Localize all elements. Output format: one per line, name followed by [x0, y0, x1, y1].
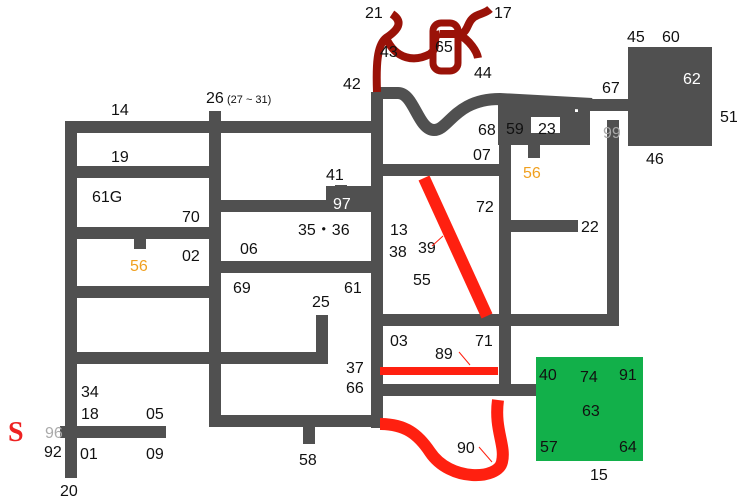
- label-05: 05: [146, 406, 164, 423]
- label-34: 34: [81, 384, 99, 401]
- label-26: 26: [206, 90, 224, 107]
- label-01: 01: [80, 446, 98, 463]
- label-09: 09: [146, 446, 164, 463]
- label-67: 67: [602, 80, 620, 97]
- red-track-39-55[interactable]: [418, 175, 493, 319]
- label-64: 64: [619, 439, 637, 456]
- label-63: 63: [582, 403, 600, 420]
- label-02: 02: [182, 248, 200, 265]
- label-20: 20: [60, 483, 78, 500]
- label-51: 51: [720, 109, 738, 126]
- label-07: 07: [473, 147, 491, 164]
- label-61g: 61G: [92, 189, 122, 206]
- label-42: 42: [343, 76, 361, 93]
- label-69: 69: [233, 280, 251, 297]
- label-72: 72: [476, 199, 494, 216]
- label-62: 62: [683, 71, 701, 88]
- label-44: 44: [474, 65, 492, 82]
- label-70: 70: [182, 209, 200, 226]
- box-59[interactable]: [498, 117, 531, 139]
- red-track-90[interactable]: [379, 399, 509, 482]
- label-89: 89: [435, 346, 453, 363]
- track-curve-42[interactable]: [377, 87, 593, 137]
- label-35-36: 35・36: [298, 222, 350, 239]
- label-90: 90: [457, 440, 475, 457]
- leader-90: [478, 446, 493, 463]
- box-62[interactable]: [628, 47, 712, 146]
- label-19: 19: [111, 149, 129, 166]
- label-37: 37: [346, 360, 364, 377]
- labels: S 96 92 01 20 34 18 05 09 14 19 61G 70 5…: [8, 5, 738, 500]
- label-96: 96: [45, 425, 63, 442]
- label-06: 06: [240, 241, 258, 258]
- label-21: 21: [365, 5, 383, 22]
- label-13: 13: [390, 222, 408, 239]
- box-97[interactable]: [326, 186, 371, 212]
- label-57: 57: [540, 439, 558, 456]
- label-15: 15: [590, 467, 608, 484]
- label-56b: 56: [523, 165, 541, 182]
- label-18: 18: [81, 406, 99, 423]
- label-60: 60: [662, 29, 680, 46]
- label-25: 25: [312, 294, 330, 311]
- label-99: 99: [603, 125, 621, 142]
- label-23: 23: [538, 121, 556, 138]
- label-40: 40: [539, 367, 557, 384]
- label-start: S: [8, 417, 24, 448]
- red-tracks: [372, 6, 509, 482]
- label-66: 66: [346, 380, 364, 397]
- label-39: 39: [418, 240, 436, 257]
- label-56a: 56: [130, 258, 148, 275]
- label-26-sub: (27 ~ 31): [227, 94, 271, 106]
- label-45: 45: [627, 29, 645, 46]
- label-74: 74: [580, 369, 598, 386]
- label-14: 14: [111, 102, 129, 119]
- leader-lines: [431, 235, 493, 463]
- label-91: 91: [619, 367, 637, 384]
- green-block-63[interactable]: [536, 357, 643, 461]
- label-38: 38: [389, 244, 407, 261]
- label-55: 55: [413, 272, 431, 289]
- grey-tracks: [60, 87, 632, 478]
- label-65: 65: [435, 39, 453, 56]
- label-41: 41: [326, 167, 344, 184]
- label-46: 46: [646, 151, 664, 168]
- label-92: 92: [44, 444, 62, 461]
- label-03: 03: [390, 333, 408, 350]
- label-97: 97: [333, 196, 351, 213]
- label-61: 61: [344, 280, 362, 297]
- label-43: 43: [380, 44, 398, 61]
- dark-red-box-65[interactable]: [429, 19, 462, 75]
- label-58: 58: [299, 452, 317, 469]
- label-71: 71: [475, 333, 493, 350]
- label-59: 59: [506, 121, 524, 138]
- label-17: 17: [494, 5, 512, 22]
- label-68: 68: [478, 122, 496, 139]
- leader-39: [431, 235, 444, 247]
- label-22: 22: [581, 219, 599, 236]
- leader-89: [458, 351, 471, 366]
